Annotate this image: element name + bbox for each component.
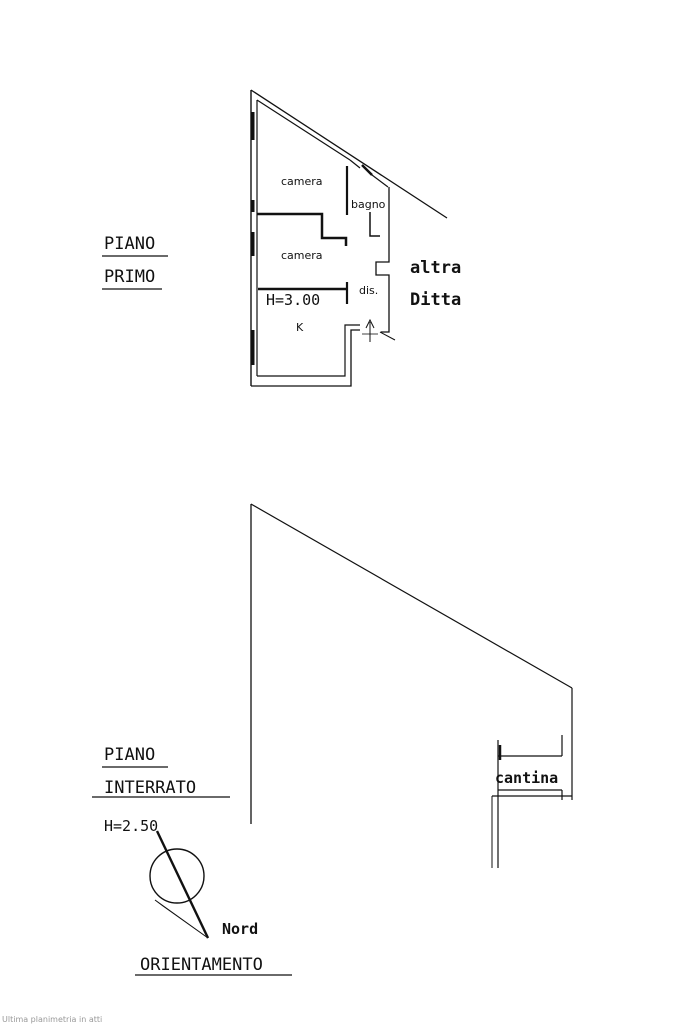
compass-arrow-icon <box>154 899 209 939</box>
neighbor-label-line1: altra <box>410 258 461 278</box>
first-floor-title-line1: PIANO <box>104 234 155 254</box>
basement-room-label: cantina <box>495 769 558 787</box>
room-label-camera-1: camera <box>281 175 323 188</box>
basement-height-label: H=2.50 <box>104 817 158 835</box>
basement-title-line2: INTERRATO <box>104 778 196 798</box>
neighbor-label-line2: Ditta <box>410 290 461 310</box>
compass-needle-icon <box>155 830 210 939</box>
orientation-title: ORIENTAMENTO <box>140 955 263 975</box>
north-label: Nord <box>222 920 258 938</box>
basement-title-line1: PIANO <box>104 745 155 765</box>
north-compass <box>149 830 210 939</box>
first-floor-plan: PIANO PRIMO <box>102 89 461 387</box>
room-label-camera-2: camera <box>281 249 323 262</box>
basement-plan: cantina PIANO INTERRATO H=2.50 <box>92 503 573 868</box>
basement-walls <box>250 503 573 868</box>
room-label-bagno: bagno <box>351 198 386 211</box>
footer-note: Ultima planimetria in atti <box>2 1015 103 1024</box>
first-floor-title-line2: PRIMO <box>104 267 155 287</box>
room-label-kitchen: K <box>296 321 304 334</box>
room-label-dis: dis. <box>359 284 378 297</box>
compass-circle <box>149 848 205 904</box>
first-floor-walls <box>250 89 448 387</box>
first-floor-height-label: H=3.00 <box>266 291 320 309</box>
